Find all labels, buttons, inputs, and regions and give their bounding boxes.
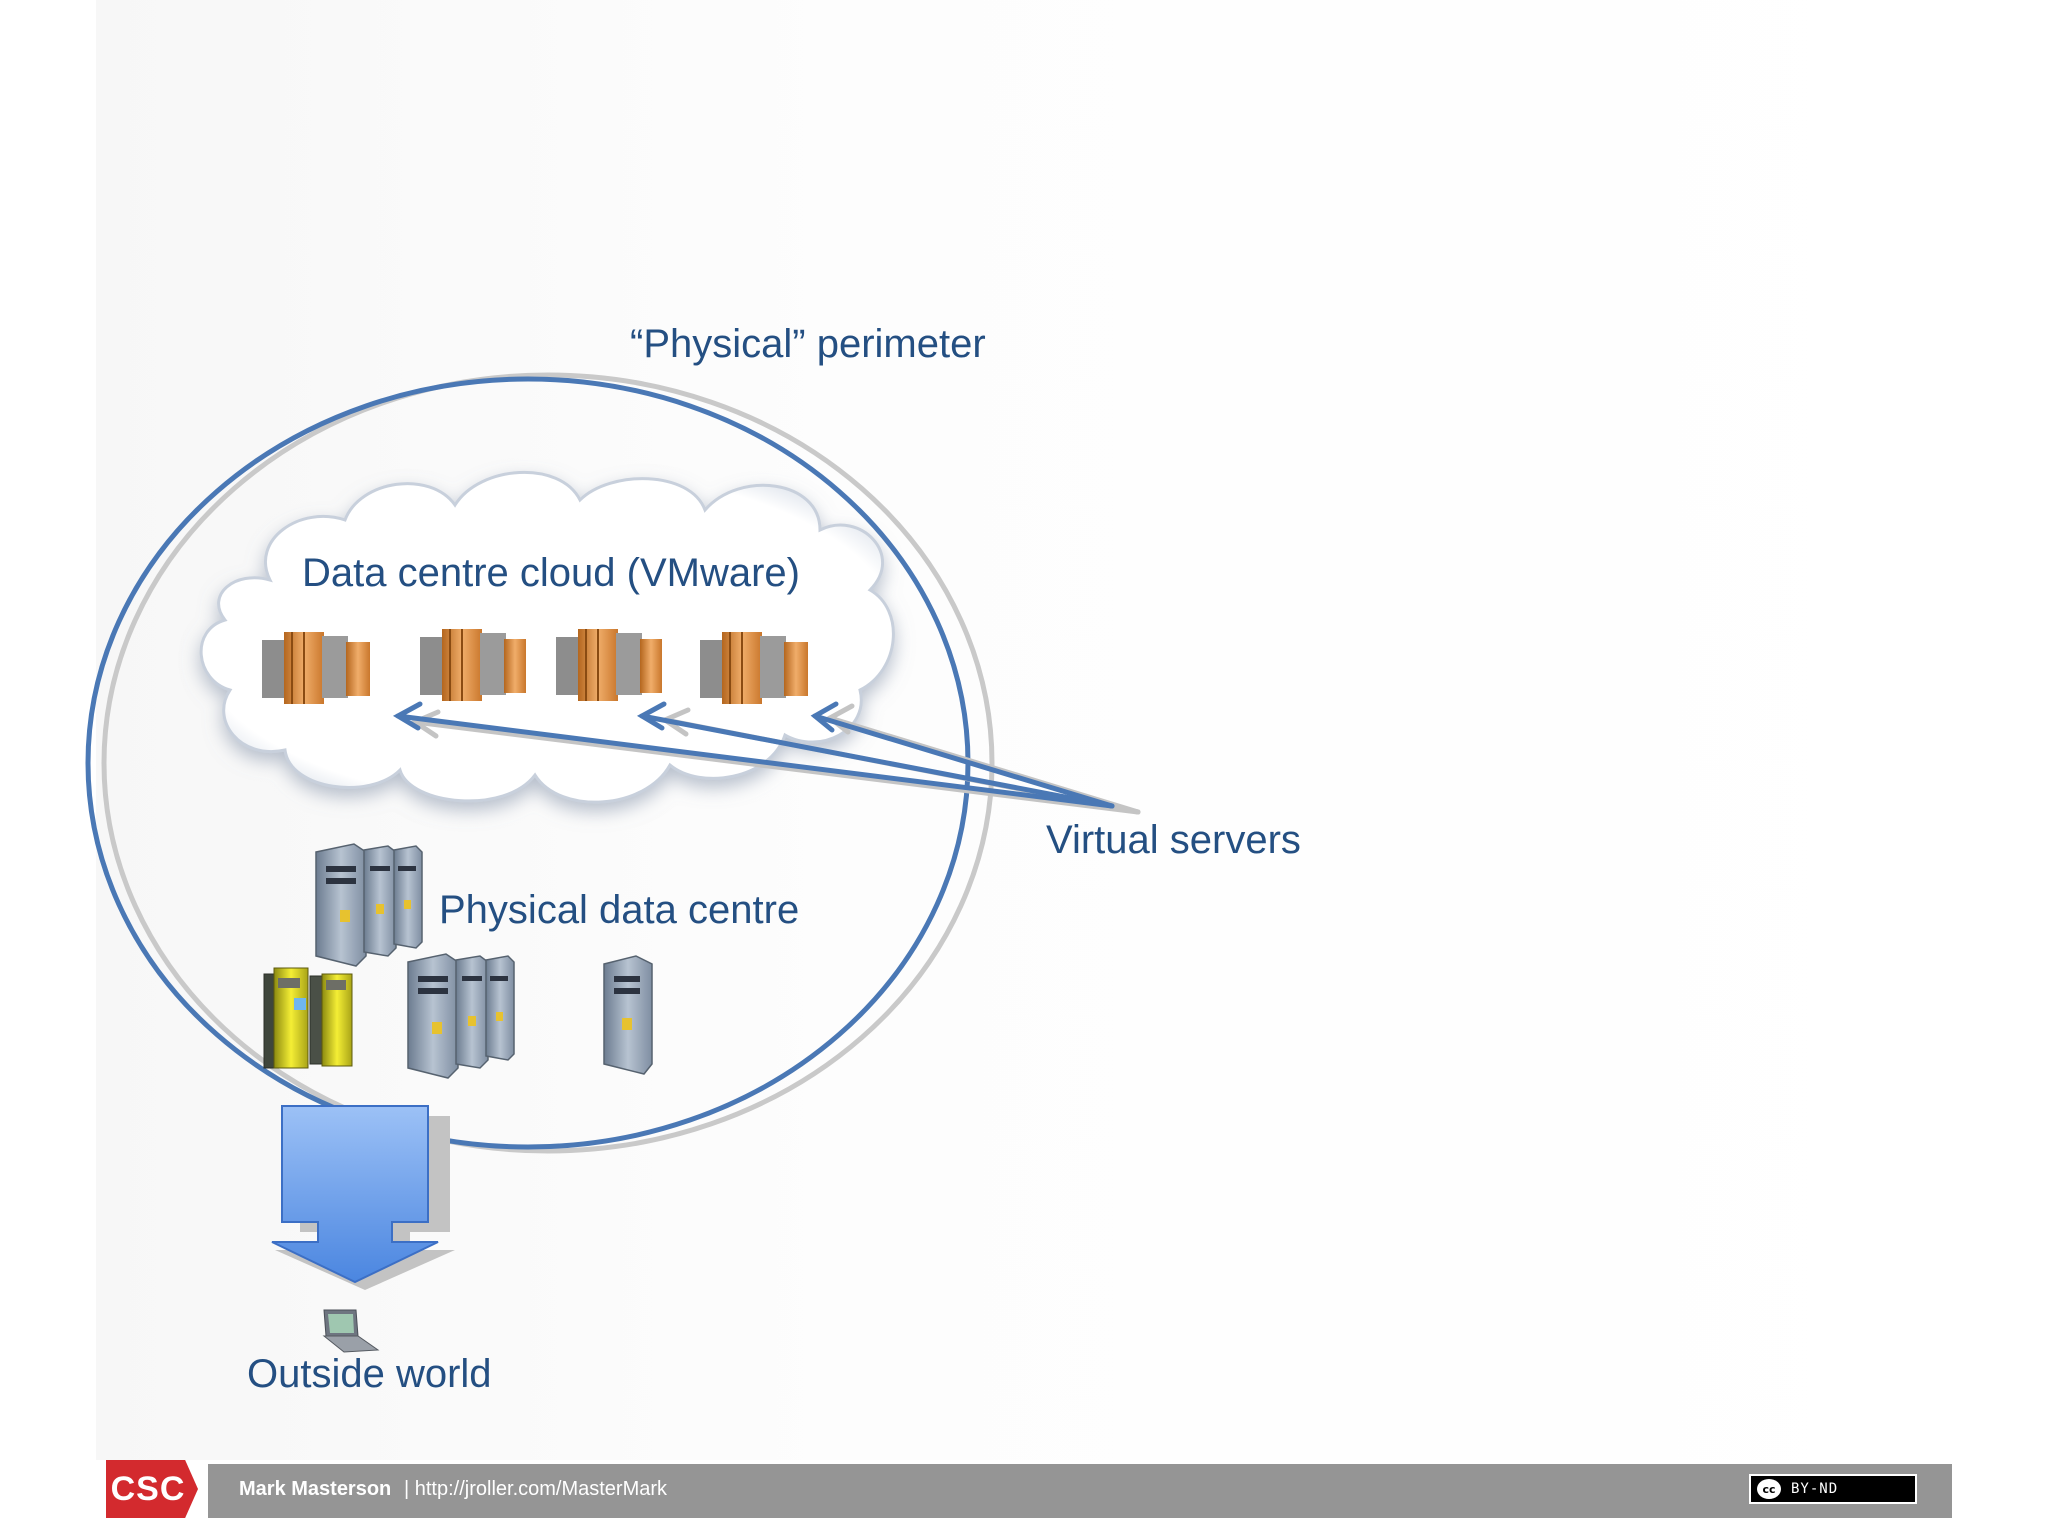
cloud-label: Data centre cloud (VMware)	[302, 551, 800, 595]
footer: CSC Mark Masterson | http://jroller.com/…	[96, 1460, 1952, 1518]
virtual-server-icon	[420, 629, 526, 701]
virtual-server-icon	[556, 629, 662, 701]
virtual-server-icon	[262, 632, 370, 704]
physical-server-icon	[315, 843, 423, 967]
outside-world-label: Outside world	[247, 1352, 492, 1396]
license-badge[interactable]: cc BY-ND	[1749, 1474, 1917, 1504]
laptop-icon	[322, 1309, 380, 1353]
footer-url[interactable]: | http://jroller.com/MasterMark	[404, 1478, 668, 1500]
physical-server-icon	[263, 967, 353, 1069]
perimeter-shadow	[101, 372, 995, 1154]
physical-data-centre-label: Physical data centre	[439, 888, 800, 932]
down-arrow-icon	[271, 1105, 455, 1290]
physical-server-icon	[407, 953, 515, 1079]
footer-bar	[208, 1464, 1952, 1518]
license-text: BY-ND	[1791, 1481, 1839, 1497]
virtual-servers-label: Virtual servers	[1046, 818, 1301, 862]
footer-author: Mark Masterson	[239, 1478, 392, 1500]
virtual-server-icon	[700, 632, 808, 704]
cc-icon: cc	[1757, 1479, 1781, 1499]
physical-server-icon	[603, 955, 653, 1075]
virtual-server-arrows	[392, 701, 1141, 815]
perimeter-label: “Physical” perimeter	[630, 322, 986, 366]
csc-logo: CSC	[106, 1460, 198, 1518]
